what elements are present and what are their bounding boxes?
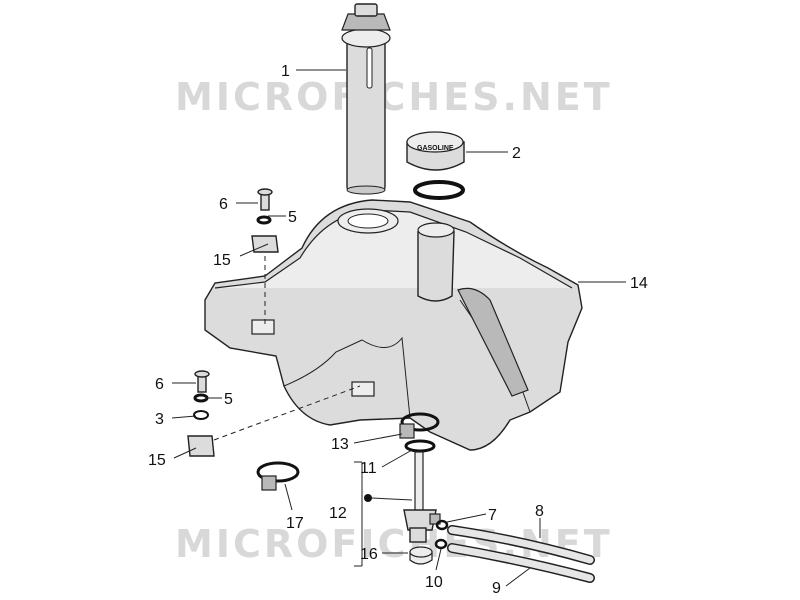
callout-1: 1: [281, 63, 290, 80]
clamp-13: [399, 412, 440, 439]
callout-16: 16: [360, 546, 378, 563]
fuel-level-sender: [341, 3, 391, 195]
callout-6-upper: 6: [219, 196, 228, 213]
callout-7: 7: [488, 507, 497, 524]
callout-9: 9: [492, 580, 501, 597]
callout-13: 13: [331, 436, 349, 453]
cap-gasoline-label: GASOLINE: [417, 145, 454, 152]
callout-8: 8: [535, 503, 544, 520]
callout-10: 10: [425, 574, 443, 591]
callout-5-lower: 5: [224, 391, 233, 408]
callout-2: 2: [512, 145, 521, 162]
fuel-cap: GASOLINE: [406, 131, 465, 171]
cap-seal-ring: [413, 180, 465, 200]
callout-labels: 1 2 6 5 15 14 6 5 3 15 13 11 12 7 8 17 1…: [148, 63, 648, 597]
ring-16: [409, 546, 433, 565]
callout-11: 11: [360, 460, 377, 477]
callout-17: 17: [286, 515, 304, 532]
clip-7: [435, 519, 449, 531]
clip-10: [434, 538, 448, 550]
watermark-top: MICROFICHES.NET: [175, 75, 613, 119]
callout-6-lower: 6: [155, 376, 164, 393]
callout-15-lower: 15: [148, 452, 166, 469]
o-ring-11: [404, 439, 436, 453]
callout-15-upper: 15: [213, 252, 231, 269]
fuel-tap-12: [364, 451, 441, 543]
fuel-tank: [204, 199, 583, 451]
callout-14: 14: [630, 275, 648, 292]
callout-5-upper: 5: [288, 209, 297, 226]
leader-lines: [171, 69, 626, 587]
clamp-17: [256, 461, 300, 491]
callout-12: 12: [329, 505, 347, 522]
callout-3: 3: [155, 411, 164, 428]
